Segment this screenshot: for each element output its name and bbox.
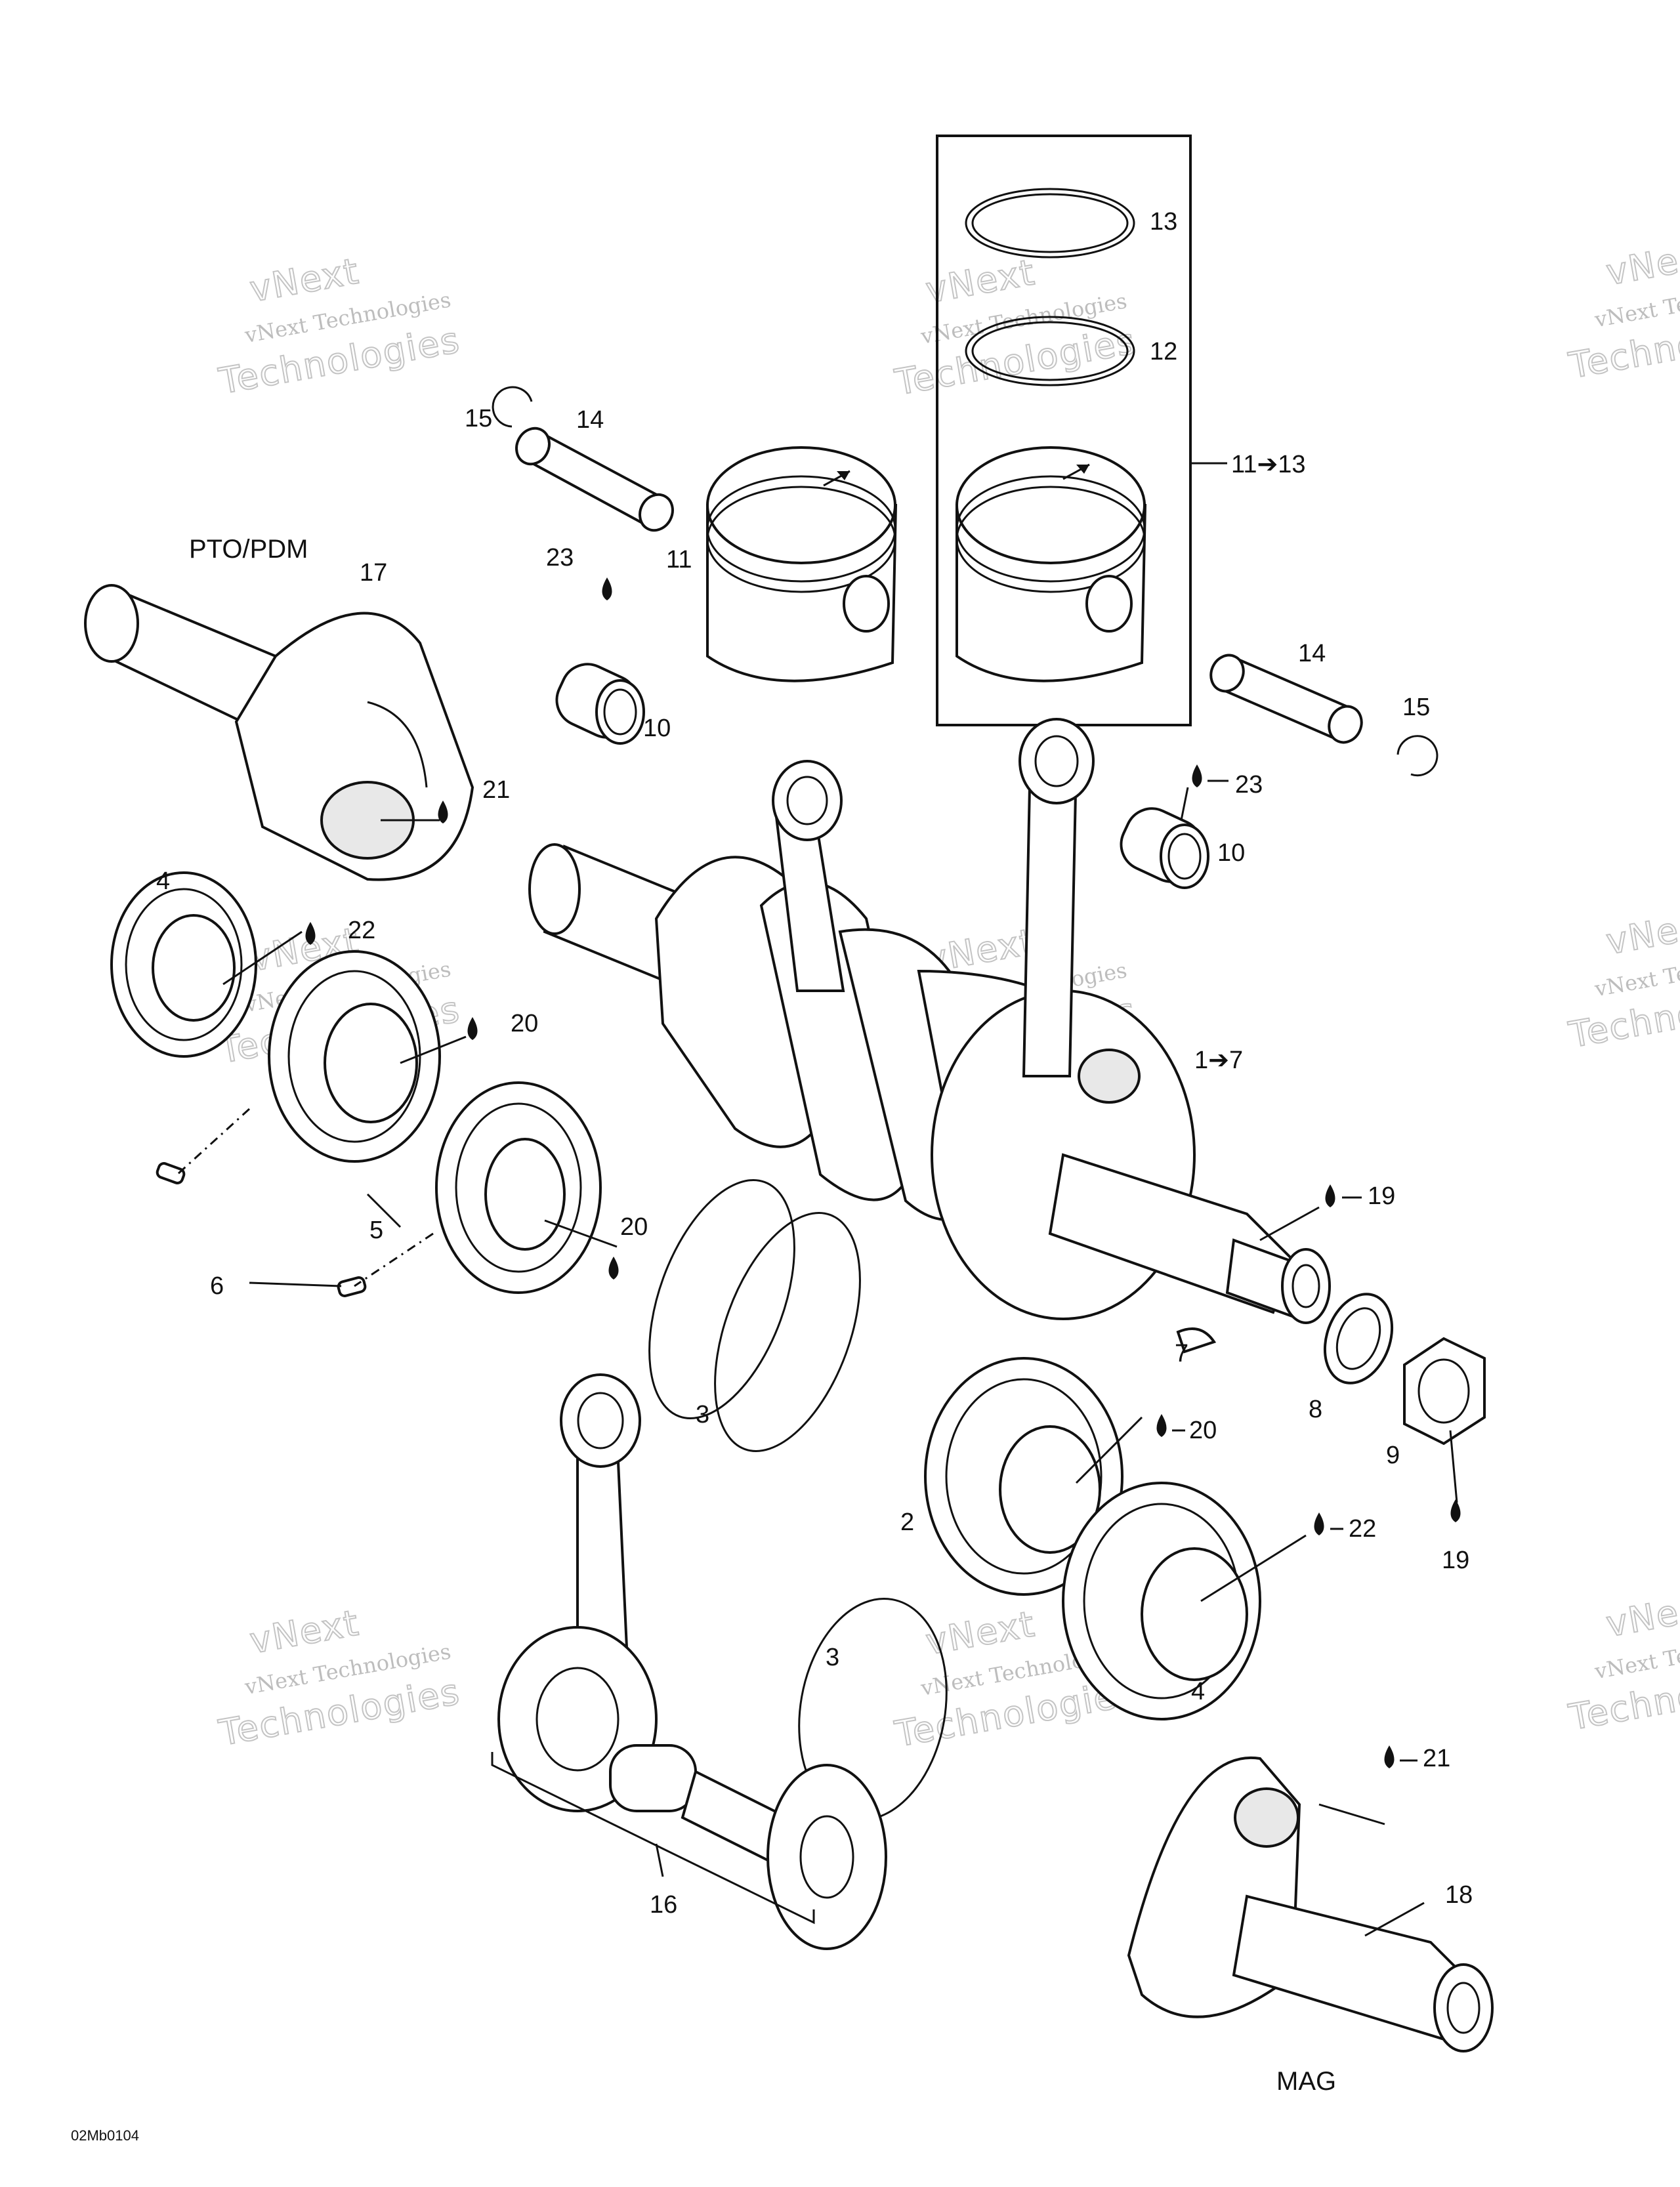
lubricant-drop-icon xyxy=(305,577,1461,1768)
woodruff-key-7 xyxy=(1176,1327,1217,1354)
svg-text:vNext Te: vNext Te xyxy=(1592,291,1680,333)
svg-text:23: 23 xyxy=(1235,771,1263,799)
circlip-15-right xyxy=(1396,735,1438,777)
ball-bearing-20-left xyxy=(435,1081,602,1294)
oil-seal-4-right xyxy=(1062,1482,1261,1720)
dowel-pin-6-lower xyxy=(337,1276,367,1298)
drop-dashes xyxy=(1172,780,1418,1762)
svg-text:3: 3 xyxy=(696,1401,709,1428)
svg-text:20: 20 xyxy=(511,1010,538,1037)
svg-text:2: 2 xyxy=(900,1509,914,1536)
mag-crank-half-18 xyxy=(1127,1756,1494,2052)
svg-text:3: 3 xyxy=(826,1644,839,1671)
svg-text:16: 16 xyxy=(650,1891,677,1919)
part-labels: PTO/PDM MAG 02Mb0104 1➔7 2 3 3 4 4 5 6 7… xyxy=(71,208,1473,2144)
svg-text:21: 21 xyxy=(482,776,510,804)
svg-text:Techno: Techno xyxy=(1566,992,1680,1056)
svg-text:21: 21 xyxy=(1423,1745,1450,1772)
svg-text:vNe: vNe xyxy=(1603,240,1680,293)
leader-lines xyxy=(222,787,1458,1937)
ring-3-upper-a xyxy=(648,1179,795,1419)
svg-text:15: 15 xyxy=(1402,694,1430,721)
connecting-rod-kit-16 xyxy=(491,1373,887,1950)
svg-text:4: 4 xyxy=(1191,1678,1205,1705)
svg-text:5: 5 xyxy=(369,1217,383,1244)
connecting-rod-upper-1 xyxy=(772,760,845,992)
svg-text:vNe: vNe xyxy=(1603,1592,1680,1645)
piston-ring-12 xyxy=(965,316,1135,386)
diagram-code: 02Mb0104 xyxy=(71,2127,139,2144)
svg-text:9: 9 xyxy=(1386,1442,1400,1469)
piston-11 xyxy=(706,446,898,682)
svg-text:22: 22 xyxy=(1349,1515,1376,1543)
ring-3-upper-b xyxy=(714,1212,861,1452)
oil-seal-4-left xyxy=(110,871,257,1058)
svg-text:15: 15 xyxy=(465,405,492,432)
piston-ring-13 xyxy=(965,188,1135,259)
needle-bearing-10-right xyxy=(1120,807,1209,889)
piston-pin-14-right xyxy=(1209,654,1363,744)
piston-pin-14-left xyxy=(515,427,674,532)
svg-text:4: 4 xyxy=(156,867,170,895)
svg-text:vNext Te: vNext Te xyxy=(1592,961,1680,1002)
svg-text:1➔7: 1➔7 xyxy=(1194,1047,1243,1074)
svg-text:10: 10 xyxy=(643,715,671,742)
mag-label: MAG xyxy=(1276,2067,1336,2096)
svg-text:8: 8 xyxy=(1309,1396,1322,1423)
label-19-lower: 19 xyxy=(1442,1547,1469,1574)
label-19-upper: 19 xyxy=(1368,1182,1395,1210)
svg-text:20: 20 xyxy=(1189,1417,1217,1444)
svg-text:vNext Te: vNext Te xyxy=(1592,1643,1680,1684)
svg-text:18: 18 xyxy=(1445,1881,1473,1909)
svg-text:20: 20 xyxy=(620,1213,648,1241)
svg-text:6: 6 xyxy=(210,1272,224,1300)
svg-text:11➔13: 11➔13 xyxy=(1231,451,1306,478)
crankshaft-assembly xyxy=(528,843,1331,1324)
pto-crank-half-17 xyxy=(84,584,474,881)
svg-text:12: 12 xyxy=(1150,338,1177,365)
svg-text:vNext: vNext xyxy=(247,250,362,310)
svg-text:13: 13 xyxy=(1150,208,1177,236)
svg-text:vNext: vNext xyxy=(247,1602,362,1661)
piston-kit xyxy=(956,446,1147,682)
circlip-15-left xyxy=(492,386,533,428)
needle-bearing-10-left xyxy=(555,663,645,745)
svg-text:Techno: Techno xyxy=(1566,323,1680,386)
svg-text:14: 14 xyxy=(1298,640,1326,667)
ball-bearing-5 xyxy=(268,950,441,1163)
dowel-pin-6-upper xyxy=(156,1162,186,1184)
svg-text:vNext: vNext xyxy=(923,251,1038,311)
svg-text:22: 22 xyxy=(348,917,375,944)
svg-text:23: 23 xyxy=(546,544,574,572)
nut-9 xyxy=(1403,1337,1486,1446)
svg-text:vNext: vNext xyxy=(923,1603,1038,1663)
svg-text:14: 14 xyxy=(576,406,604,434)
pto-label: PTO/PDM xyxy=(189,535,308,564)
connecting-rod-upper-2 xyxy=(1018,718,1095,1077)
washer-8 xyxy=(1323,1293,1394,1385)
ball-bearing-2 xyxy=(924,1357,1124,1596)
svg-text:Techno: Techno xyxy=(1566,1675,1680,1738)
svg-text:7: 7 xyxy=(1175,1340,1188,1367)
svg-text:17: 17 xyxy=(360,559,387,587)
svg-text:11: 11 xyxy=(666,546,692,573)
svg-text:vNe: vNe xyxy=(1603,909,1680,963)
svg-text:10: 10 xyxy=(1217,839,1245,867)
